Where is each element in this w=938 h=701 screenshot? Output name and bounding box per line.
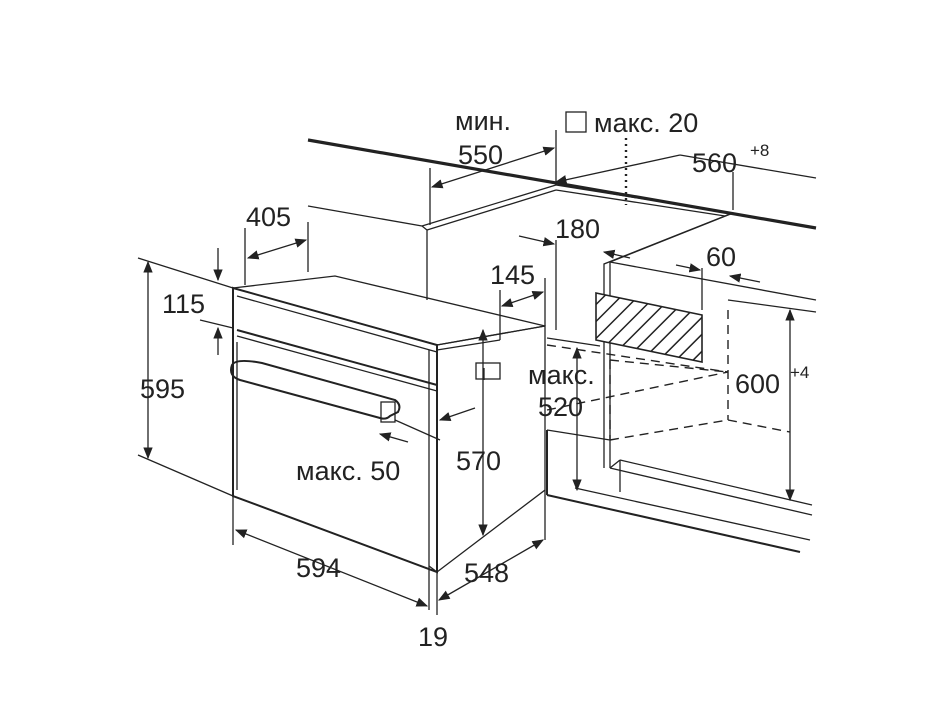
cabinet-niche (421, 138, 817, 553)
label-560-tolerance: +8 (750, 141, 769, 160)
label-594: 594 (296, 553, 341, 583)
label-180: 180 (555, 214, 600, 244)
ventilation-opening (595, 292, 703, 363)
label-570: 570 (456, 446, 501, 476)
dimension-lines (137, 130, 817, 615)
label-550: 550 (458, 140, 503, 170)
label-520: 520 (538, 392, 583, 422)
label-max-20: макс. 20 (594, 108, 698, 138)
label-600-tolerance: +4 (790, 363, 809, 382)
label-max-50: макс. 50 (296, 456, 400, 486)
label-19: 19 (418, 622, 448, 652)
label-560: 560 (692, 148, 737, 178)
label-405: 405 (246, 202, 291, 232)
label-min: мин. (455, 106, 511, 136)
label-max: макс. (528, 360, 595, 390)
label-548: 548 (464, 558, 509, 588)
square-symbol-icon (565, 111, 587, 133)
oven (230, 275, 546, 574)
dimension-labels: мин. 550 макс. 20 560 +8 405 115 595 145… (140, 106, 809, 652)
label-60: 60 (706, 242, 736, 272)
label-595: 595 (140, 374, 185, 404)
label-115: 115 (162, 289, 205, 319)
label-600: 600 (735, 369, 780, 399)
label-145: 145 (490, 260, 535, 290)
